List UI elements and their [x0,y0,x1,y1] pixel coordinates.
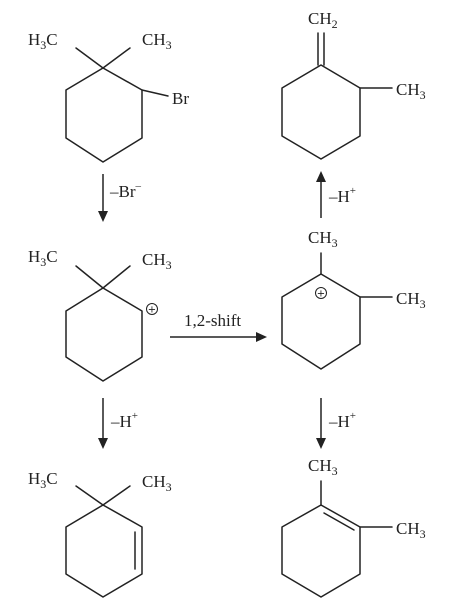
label-ch3-1: CH3 [142,30,172,52]
dimethylcyclohexyl-cation: H3C CH3 + [28,247,172,382]
arrow-loss-bromide: –Br– [98,174,142,222]
label-br: Br [172,89,189,108]
bond-methyl-right-3 [102,485,131,506]
label-shift: 1,2-shift [184,311,241,330]
ring-2 [65,287,143,382]
double-bond-inner-6 [323,512,355,531]
label-h3c-2: H3C [28,247,58,269]
label-minus-h-left: –H+ [110,410,138,431]
ring-6 [281,504,361,598]
methylene-methylcyclohexane: CH2 CH3 [281,9,426,160]
label-ch3-4-top: CH3 [308,228,338,250]
bond-methyl-right-2 [102,265,131,289]
arrow-methyl-shift: 1,2-shift [170,311,267,342]
arrow-loss-proton-left: –H+ [98,398,138,449]
label-ch3-2: CH3 [142,250,172,272]
label-ch3-4-right: CH3 [396,289,426,311]
bond-methyl-left-1 [75,47,104,69]
bond-methyl-left-2 [75,265,104,289]
ring-3 [65,504,143,598]
label-ch3-3: CH3 [142,472,172,494]
label-minus-h-up: –H+ [328,185,356,206]
bond-bromine [141,89,169,97]
arrow-loss-proton-up: –H+ [316,171,356,218]
dimethylcyclohexyl-tertiary-cation: CH3 CH3 + [281,228,426,370]
ring-1 [65,67,143,163]
label-minus-br: –Br– [109,180,142,201]
carbocation-charge-icon: + [315,287,327,300]
dimethylcyclohexene: H3C CH3 [28,469,172,598]
label-ch3-6-top: CH3 [308,456,338,478]
label-h3c-1: H3C [28,30,58,52]
arrow-loss-proton-right: –H+ [316,398,356,449]
ring-5 [281,64,361,160]
label-minus-h-right: –H+ [328,410,356,431]
bond-methyl-left-3 [75,485,104,506]
carbocation-charge-icon: + [146,303,158,316]
label-ch3-5-right: CH3 [396,80,426,102]
svg-text:+: + [317,289,325,300]
svg-text:+: + [148,305,156,316]
label-h3c-3: H3C [28,469,58,491]
bond-methyl-right-1 [102,47,131,69]
label-ch3-6-right: CH3 [396,519,426,541]
bromo-dimethylcyclohexane: H3C CH3 Br [28,30,189,163]
label-ch2: CH2 [308,9,338,31]
dimethylcyclohexene-tetrasubstituted: CH3 CH3 [281,456,426,598]
